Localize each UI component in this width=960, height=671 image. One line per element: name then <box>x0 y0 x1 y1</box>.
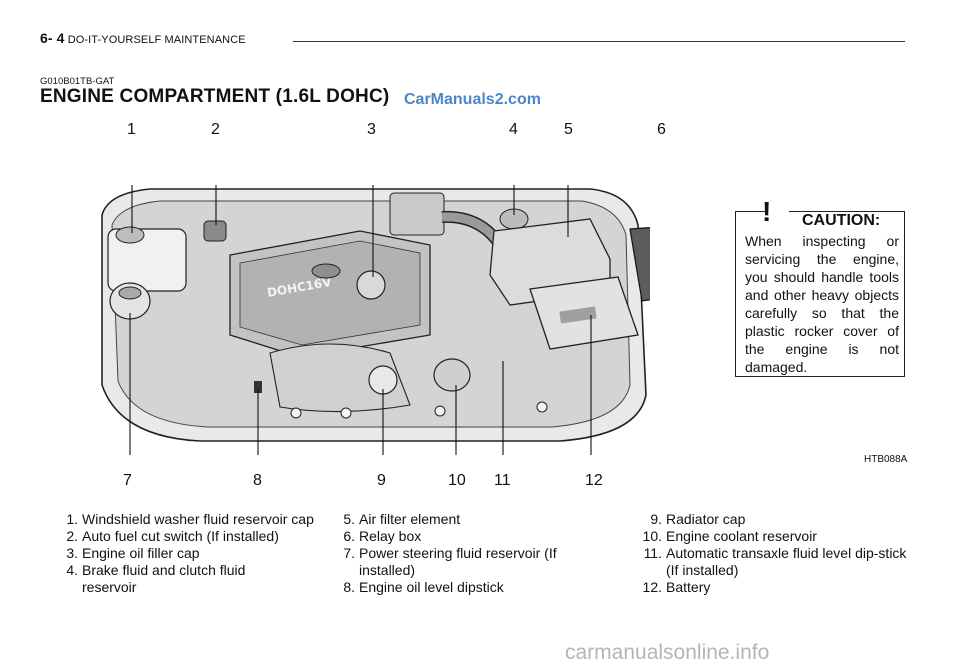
legend-column-3: 9.Radiator cap 10.Engine coolant reservo… <box>622 511 922 596</box>
list-item: 5.Air filter element <box>343 511 461 527</box>
section-number: 6- 4 <box>40 30 65 46</box>
list-item: 4.Brake fluid and clutch fluid reservoir <box>66 562 246 595</box>
engine-compartment-illustration: DOHC16V <box>101 185 650 455</box>
list-item: 12.Battery <box>642 579 711 595</box>
header-rule <box>293 41 905 42</box>
caution-box: ! CAUTION: When inspecting or servicing … <box>735 190 905 377</box>
caution-text: When inspecting or servicing the engine,… <box>745 233 899 375</box>
list-item: 8.Engine oil level dipstick <box>343 579 504 595</box>
watermark-link[interactable]: CarManuals2.com <box>404 91 541 108</box>
figure-code: HTB088A <box>864 454 908 465</box>
doc-code: G010B01TB-GAT <box>40 76 115 87</box>
section-title: DO-IT-YOURSELF MAINTENANCE <box>67 34 246 46</box>
list-item: 7.Power steering fluid reservoir (If ins… <box>343 545 557 578</box>
callout-9: 9 <box>377 472 386 489</box>
callout-7: 7 <box>123 472 132 489</box>
callout-8: 8 <box>253 472 262 489</box>
page-title: ENGINE COMPARTMENT (1.6L DOHC) <box>40 86 390 107</box>
callout-4: 4 <box>509 121 518 138</box>
legend-column-1: 1.Windshield washer fluid reservoir cap … <box>56 511 324 596</box>
callout-3: 3 <box>367 121 376 138</box>
warning-icon <box>759 190 797 227</box>
page-header: 6- 4 DO-IT-YOURSELF MAINTENANCE <box>40 30 246 46</box>
list-item: 2.Auto fuel cut switch (If installed) <box>66 528 279 544</box>
legend-column-2: 5.Air filter element 6.Relay box 7.Power… <box>333 511 608 596</box>
list-item: 6.Relay box <box>343 528 422 544</box>
list-item: 9.Radiator cap <box>650 511 746 527</box>
caution-heading: CAUTION: <box>802 212 881 229</box>
warning-symbol: ! <box>762 196 772 227</box>
list-item: 10.Engine coolant reservoir <box>642 528 817 544</box>
callout-11: 11 <box>494 472 511 489</box>
footer-watermark: carmanualsonline.info <box>565 641 770 664</box>
callout-6: 6 <box>657 121 666 138</box>
callout-12: 12 <box>585 472 603 489</box>
callout-10: 10 <box>448 472 466 489</box>
callout-2: 2 <box>211 121 220 138</box>
callout-1: 1 <box>127 121 136 138</box>
list-item: 3.Engine oil filler cap <box>66 545 200 561</box>
list-item: 11.Automatic transaxle fluid level dip-s… <box>643 545 907 578</box>
list-item: 1.Windshield washer fluid reservoir cap <box>66 511 314 527</box>
callout-5: 5 <box>564 121 573 138</box>
